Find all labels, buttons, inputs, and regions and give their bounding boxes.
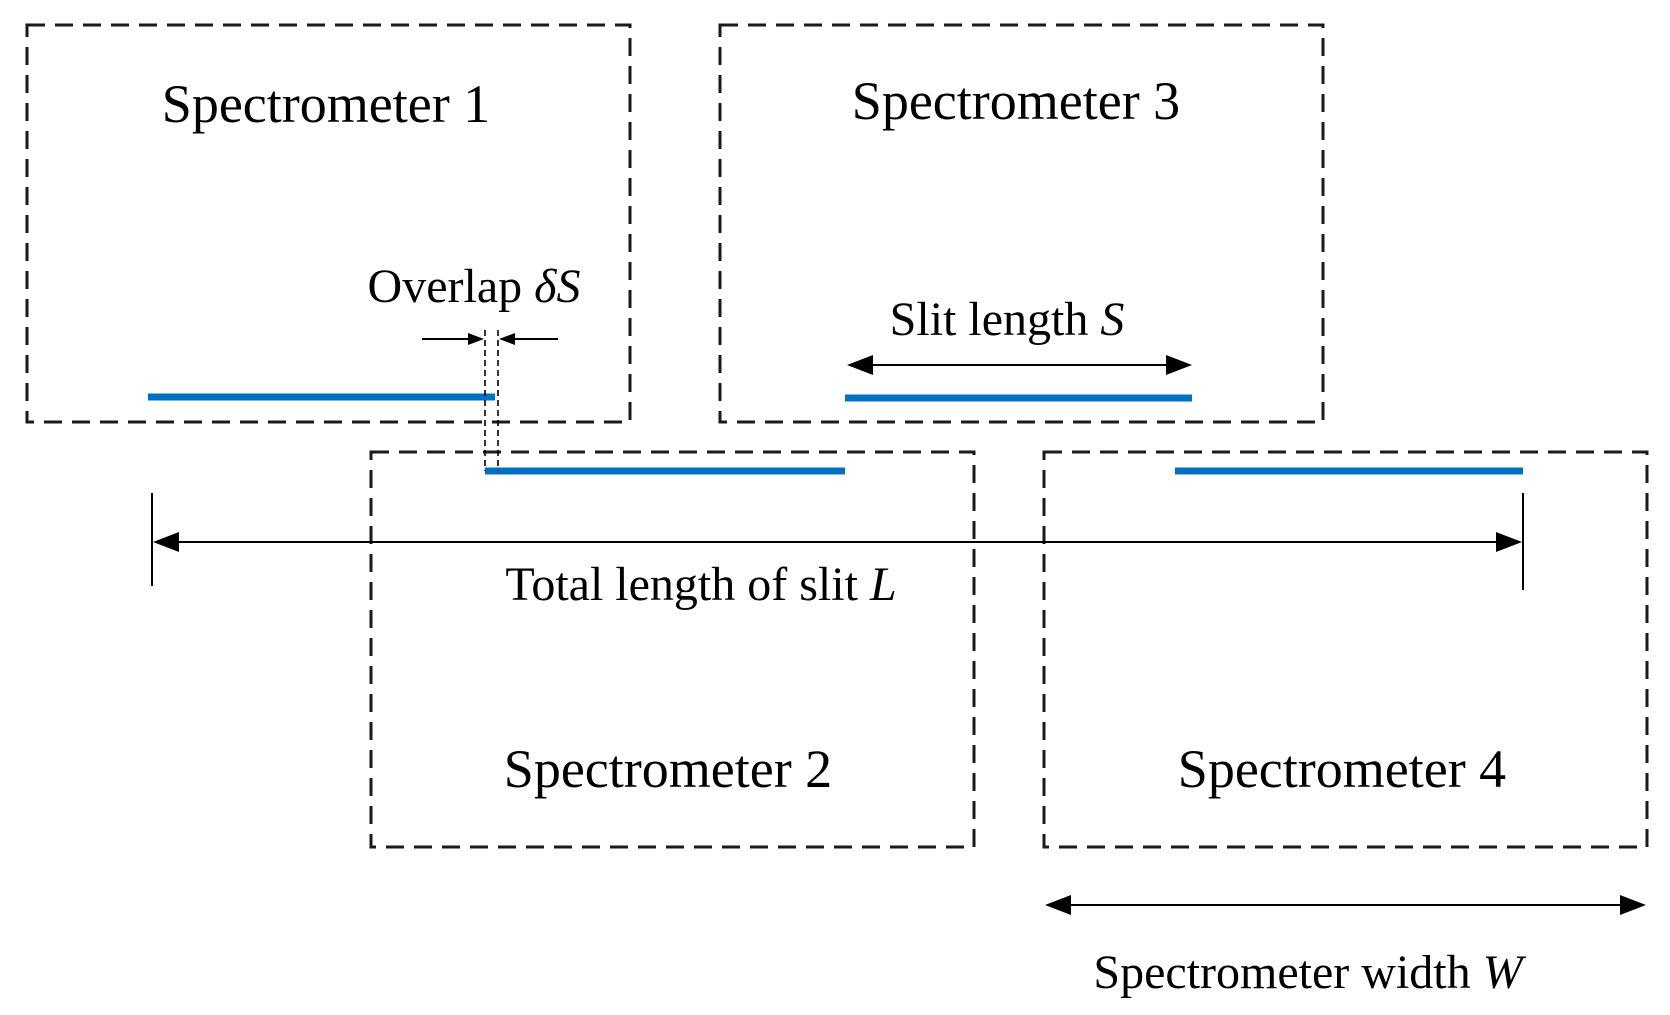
total-length-dimension xyxy=(151,493,1524,590)
spectrometer-width-label-text: Spectrometer width xyxy=(1093,946,1482,999)
total-length-label-text: Total length of slit xyxy=(505,558,870,611)
spectrometer-1-label: Spectrometer 1 xyxy=(162,74,490,134)
total-length-label: Total length of slit L xyxy=(505,558,896,611)
slit-length-dimension xyxy=(847,355,1192,375)
spectrometer-2-box xyxy=(369,450,976,849)
spectrometer-4-box xyxy=(1042,450,1649,849)
spectrometer-3-label: Spectrometer 3 xyxy=(852,71,1180,131)
slit-length-label-symbol: S xyxy=(1100,293,1124,346)
overlap-right-arrowhead xyxy=(499,333,515,345)
overlap-label-text: Overlap xyxy=(368,260,535,313)
total-length-left-arrowhead xyxy=(153,532,179,552)
total-length-right-arrowhead xyxy=(1496,532,1522,552)
spectrometer-width-right-arrowhead xyxy=(1620,895,1646,915)
spectrometer-3-box xyxy=(718,23,1325,424)
total-length-label-symbol: L xyxy=(869,558,897,611)
slit-length-left-arrowhead xyxy=(847,355,873,375)
slit-length-label-text: Slit length xyxy=(890,293,1101,346)
spectrometer-width-label-symbol: W xyxy=(1483,946,1527,999)
overlap-indicator xyxy=(422,330,558,471)
spectrometer-2-label: Spectrometer 2 xyxy=(504,739,832,799)
spectrometer-1-box xyxy=(25,23,632,424)
slit-length-label: Slit length S xyxy=(890,293,1125,346)
overlap-label-symbol: δS xyxy=(534,260,580,313)
spectrometer-width-label: Spectrometer width W xyxy=(1093,946,1526,999)
spectrometer-4-label: Spectrometer 4 xyxy=(1178,739,1506,799)
spectrometer-width-left-arrowhead xyxy=(1045,895,1071,915)
overlap-left-arrowhead xyxy=(468,333,484,345)
overlap-label: Overlap δS xyxy=(368,260,581,313)
spectrometer-width-dimension xyxy=(1045,895,1646,915)
slit-length-right-arrowhead xyxy=(1166,355,1192,375)
